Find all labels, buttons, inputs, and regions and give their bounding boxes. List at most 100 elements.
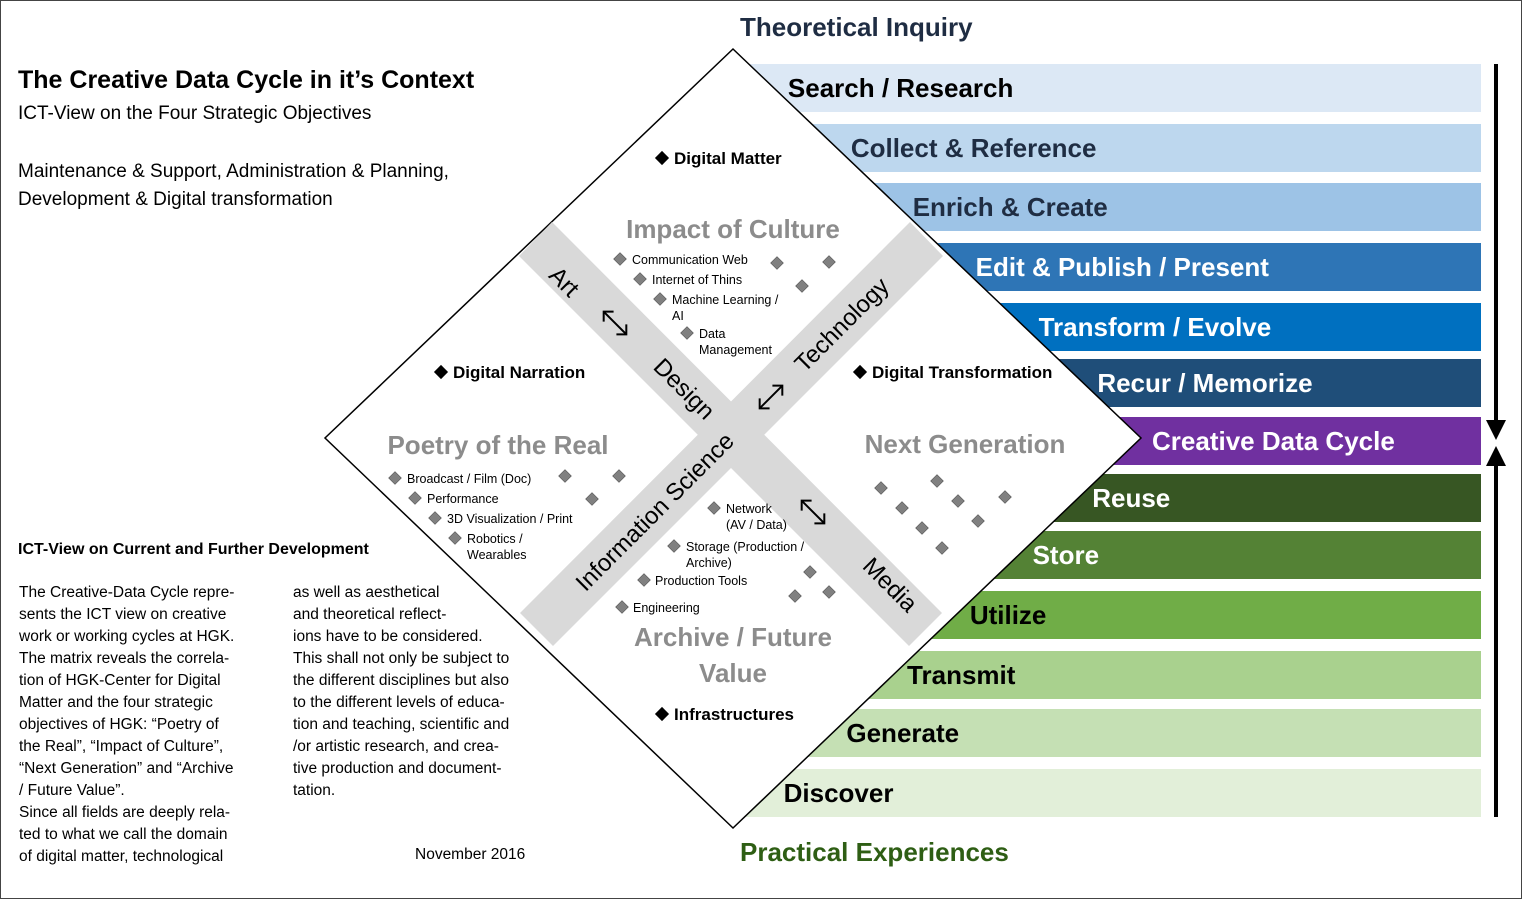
body-line: ted to what we call the domain <box>19 826 228 843</box>
grey-diamond-icon <box>633 272 647 286</box>
cycle-step-fill <box>811 124 1481 172</box>
cycle-step-bar: Collect & Reference <box>811 124 1481 172</box>
svg-text:Digital Matter: Digital Matter <box>674 149 782 168</box>
quadrant-title-culture: Impact of Culture <box>626 214 840 244</box>
cycle-step-fill <box>1058 359 1481 407</box>
cycle-step-bar: Edit & Publish / Present <box>936 243 1481 291</box>
cycle-step-fill <box>1053 474 1481 522</box>
grey-diamond-icon <box>428 511 442 525</box>
cycle-step-label: Reuse <box>1092 483 1170 513</box>
cycle-step-bar: Enrich & Create <box>873 183 1481 231</box>
svg-text:Digital Narration: Digital Narration <box>453 363 585 382</box>
body-line: “Next Generation” and “Archive <box>19 760 234 777</box>
list-item: (AV / Data) <box>726 518 787 532</box>
cycle-step-bar: Recur / Memorize <box>1058 359 1481 407</box>
grey-diamond-icon <box>951 494 965 508</box>
svg-text:Digital Transformation: Digital Transformation <box>872 363 1052 382</box>
cycle-step-label: Search / Research <box>788 73 1013 103</box>
corner-infrastructures: Infrastructures <box>654 705 794 724</box>
cycle-step-bar: Transmit <box>867 651 1481 699</box>
page-subtitle: ICT-View on the Four Strategic Objective… <box>18 103 372 124</box>
body-line: This shall not only be subject to <box>293 650 510 667</box>
corner-digital-matter: Digital Matter <box>654 149 782 168</box>
body-line: and theoretical reflect- <box>293 606 447 623</box>
body-line: work or working cycles at HGK. <box>19 628 235 645</box>
grey-diamond-icon <box>935 541 949 555</box>
cycle-step-label: Transform / Evolve <box>1039 312 1272 342</box>
grey-diamond-icon <box>612 469 626 483</box>
double-arrow-icon <box>800 499 826 525</box>
cycle-step-fill <box>873 183 1481 231</box>
cycle-step-bar: Store <box>993 531 1481 579</box>
list-item: Management <box>699 343 772 357</box>
grey-diamond-icon <box>585 492 599 506</box>
grey-diamond-icon <box>803 565 817 579</box>
quadrant-title-poetry: Poetry of the Real <box>387 430 608 460</box>
cycle-step-fill <box>748 64 1481 112</box>
grey-diamond-icon <box>707 501 721 515</box>
body-line: sents the ICT view on creative <box>19 606 227 623</box>
list-item: Internet of Thins <box>652 273 742 287</box>
corner-digital-narration: Digital Narration <box>433 363 585 382</box>
down-arrow-icon <box>1486 64 1506 440</box>
grey-diamond-icon <box>558 469 572 483</box>
cycle-step-label: Transmit <box>907 660 1016 690</box>
grey-diamond-icon <box>795 279 809 293</box>
cycle-step-fill <box>744 769 1481 817</box>
cycle-step-fill <box>1112 417 1481 465</box>
list-item: Performance <box>427 492 499 506</box>
body-line: objectives of HGK: “Poetry of <box>19 716 219 733</box>
bullet-diamond-icon <box>852 364 868 380</box>
grey-diamond-icon <box>874 481 888 495</box>
list-item: Robotics / <box>467 532 523 546</box>
body-line: ions have to be considered. <box>293 628 483 645</box>
list-item: Data <box>699 327 725 341</box>
cycle-step-bar: Discover <box>744 769 1481 817</box>
list-item: Storage (Production / <box>686 540 805 554</box>
objectives-text: Maintenance & Support, Administration & … <box>18 161 449 210</box>
corner-digital-transformation: Digital Transformation <box>852 363 1052 382</box>
band-art-design-media <box>519 222 942 646</box>
cycle-step-label: Collect & Reference <box>851 133 1097 163</box>
double-arrow-icon <box>758 384 784 410</box>
archive-items: Network (AV / Data) Storage (Production … <box>633 502 805 615</box>
body-line: tive production and document- <box>293 760 502 777</box>
bullet-diamond-icon <box>654 150 670 166</box>
quadrant-title-next: Next Generation <box>865 429 1066 459</box>
body-line: The matrix reveals the correla- <box>19 650 230 667</box>
cycle-step-fill <box>936 243 1481 291</box>
grey-diamond-icon <box>615 600 629 614</box>
grey-diamond-icon <box>915 521 929 535</box>
body-line: / Future Value”. <box>19 782 125 799</box>
grey-diamond-icon <box>448 531 462 545</box>
list-item: Archive) <box>686 556 732 570</box>
cycle-step-fill <box>807 709 1481 757</box>
body-line: Since all fields are deeply rela- <box>19 804 231 821</box>
grey-diamond-icon <box>788 589 802 603</box>
grey-diamond-icon <box>653 292 667 306</box>
cycle-step-label: Recur / Memorize <box>1097 368 1312 398</box>
list-item: Network <box>726 502 773 516</box>
body-line: tion of HGK-Center for Digital <box>19 672 221 689</box>
cycle-step-fill <box>867 651 1481 699</box>
bullet-diamond-icon <box>433 364 449 380</box>
list-item: Communication Web <box>632 253 748 267</box>
body-line: tion and teaching, scientific and <box>293 716 510 733</box>
cycle-step-label: Edit & Publish / Present <box>976 252 1270 282</box>
list-item: Engineering <box>633 601 700 615</box>
cycle-step-fill <box>930 591 1481 639</box>
cycle-step-label: Enrich & Create <box>913 192 1108 222</box>
list-item: Production Tools <box>655 574 747 588</box>
list-item: 3D Visualization / Print <box>447 512 573 526</box>
axis-label-top: Theoretical Inquiry <box>740 12 973 42</box>
grey-diamond-icon <box>822 585 836 599</box>
cycle-step-bar: Transform / Evolve <box>999 303 1481 351</box>
svg-text:Infrastructures: Infrastructures <box>674 705 794 724</box>
quadrant-title-archive: Archive / Future <box>634 622 832 652</box>
cycle-step-fill <box>999 303 1481 351</box>
list-item: AI <box>672 309 684 323</box>
body-column-2: as well as aesthetical and theoretical r… <box>293 582 509 802</box>
grey-diamond-icon <box>822 255 836 269</box>
